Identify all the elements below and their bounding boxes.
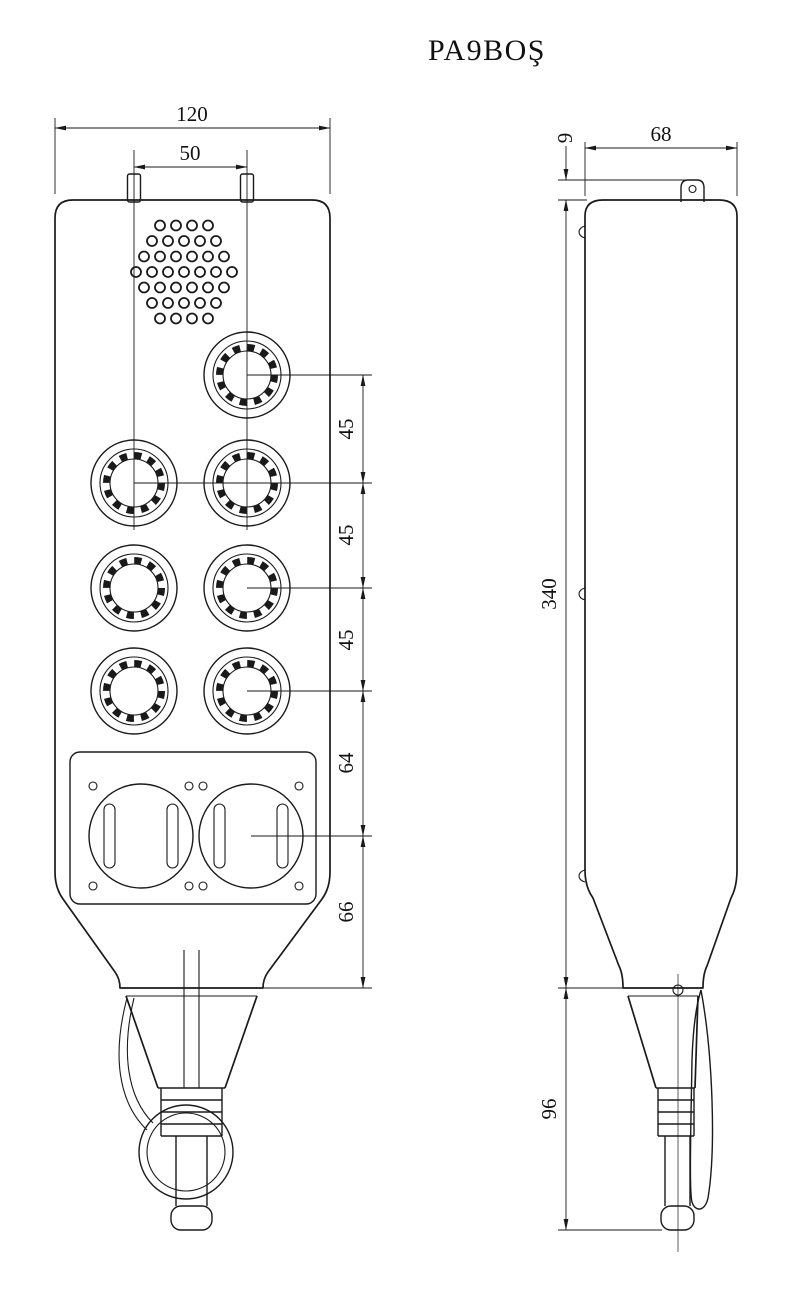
hook-lever bbox=[689, 989, 714, 1210]
side-hanging-lug bbox=[680, 179, 705, 202]
dim-label-handle-length: 96 bbox=[537, 1099, 561, 1120]
side-handle-and-cable bbox=[627, 974, 714, 1252]
dim-label-row-pitch-2: 45 bbox=[334, 525, 358, 546]
dim-label-bottom-to-neck: 66 bbox=[334, 902, 358, 923]
dim-label-button-spacing: 50 bbox=[180, 141, 201, 165]
side-edge-bosses bbox=[578, 225, 586, 883]
button-hole bbox=[91, 648, 177, 734]
dim-label-overall-width: 120 bbox=[176, 102, 208, 126]
large-button-hole bbox=[88, 783, 194, 889]
hanging-loop-outer bbox=[138, 1104, 234, 1200]
speaker-grille bbox=[130, 219, 238, 325]
front-handle-and-cable bbox=[118, 950, 258, 1231]
drawing-title: PA9BOŞ bbox=[428, 34, 546, 67]
side-view bbox=[578, 179, 738, 1252]
hook-pivot bbox=[672, 984, 684, 996]
dim-label-row-to-bottom: 64 bbox=[334, 752, 358, 774]
dim-label-lug-height: 9 bbox=[553, 133, 577, 144]
side-body-outline bbox=[584, 199, 738, 989]
hanging-loop-inner bbox=[146, 1112, 226, 1192]
lug-hole bbox=[688, 184, 697, 194]
side-dimensions: 68 9 340 96 bbox=[537, 122, 738, 1231]
dim-label-body-length: 340 bbox=[537, 578, 561, 610]
dim-label-body-depth: 68 bbox=[651, 122, 672, 146]
dim-label-row-pitch-1: 45 bbox=[334, 419, 358, 440]
front-dimensions: 120 50 45 45 45 64 66 bbox=[54, 102, 372, 989]
dim-label-row-pitch-3: 45 bbox=[334, 630, 358, 651]
button-hole bbox=[91, 545, 177, 631]
bottom-button-panel bbox=[69, 751, 317, 905]
panel-screw-holes bbox=[88, 781, 304, 891]
front-view bbox=[54, 173, 331, 1231]
